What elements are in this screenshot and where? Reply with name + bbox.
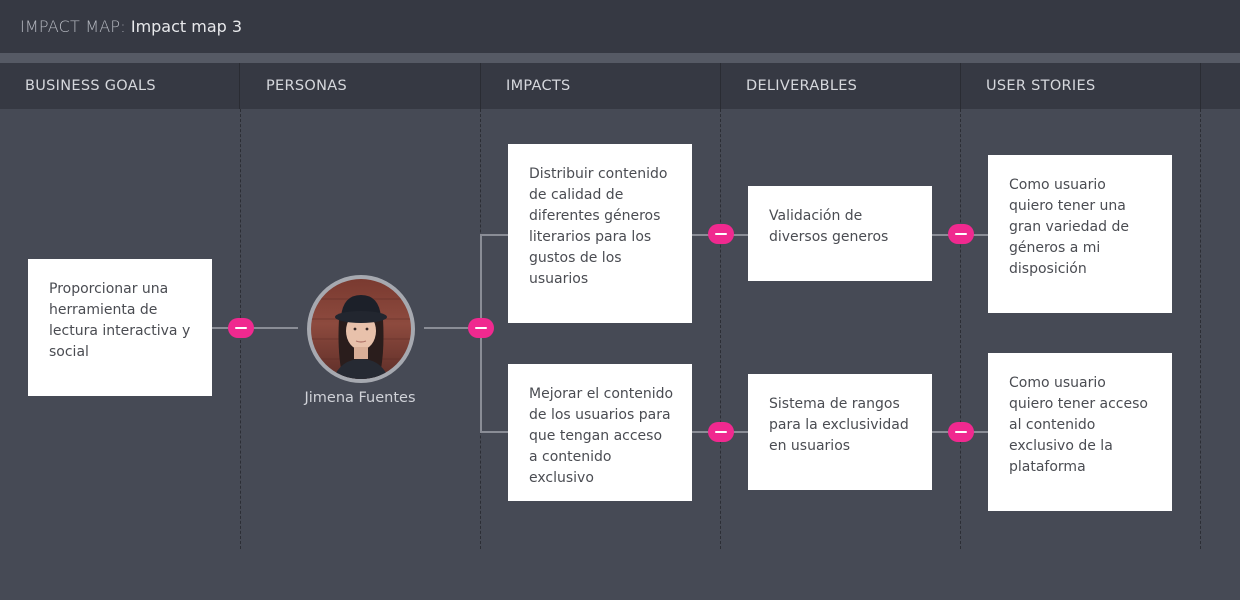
column-header-business-goals: BUSINESS GOALS — [0, 63, 240, 109]
collapse-toggle-goal[interactable] — [228, 318, 254, 338]
user-story-card-2[interactable]: Como usuario quiero tener acceso al cont… — [988, 353, 1172, 511]
column-separator — [720, 109, 721, 549]
minus-icon — [955, 233, 967, 235]
column-header-personas: PERSONAS — [241, 63, 481, 109]
connector-impact-1 — [480, 234, 508, 236]
persona-photo — [311, 295, 411, 379]
minus-icon — [715, 431, 727, 433]
map-title[interactable]: Impact map 3 — [130, 17, 243, 36]
column-header-user-stories: USER STORIES — [961, 63, 1201, 109]
collapse-toggle-deliverable-1[interactable] — [948, 224, 974, 244]
persona-avatar[interactable] — [307, 275, 415, 383]
minus-icon — [955, 431, 967, 433]
impact-card-2[interactable]: Mejorar el contenido de los usuarios par… — [508, 364, 692, 501]
connector-persona-impacts — [424, 327, 481, 329]
column-separator — [960, 109, 961, 549]
business-goal-card[interactable]: Proporcionar una herramienta de lectura … — [28, 259, 212, 396]
business-goal-text: Proporcionar una herramienta de lectura … — [49, 281, 191, 360]
collapse-toggle-impact-1[interactable] — [708, 224, 734, 244]
minus-icon — [235, 327, 247, 329]
impact-card-1[interactable]: Distribuir contenido de calidad de difer… — [508, 144, 692, 323]
impact-text: Mejorar el contenido de los usuarios par… — [529, 386, 674, 486]
title-bar: IMPACT MAP: Impact map 3 — [0, 0, 1240, 53]
avatar — [311, 279, 411, 379]
user-story-text: Como usuario quiero tener una gran varie… — [1009, 177, 1129, 277]
persona-name: Jimena Fuentes — [304, 390, 416, 406]
column-separator — [1200, 109, 1201, 549]
collapse-toggle-persona[interactable] — [468, 318, 494, 338]
user-story-card-1[interactable]: Como usuario quiero tener una gran varie… — [988, 155, 1172, 313]
connector-impact-2 — [480, 431, 508, 433]
collapse-toggle-deliverable-2[interactable] — [948, 422, 974, 442]
column-headers: BUSINESS GOALS PERSONAS IMPACTS DELIVERA… — [0, 63, 1240, 109]
deliverable-card-2[interactable]: Sistema de rangos para la exclusividad e… — [748, 374, 932, 490]
impact-text: Distribuir contenido de calidad de difer… — [529, 166, 668, 287]
deliverable-text: Sistema de rangos para la exclusividad e… — [769, 396, 909, 454]
deliverable-text: Validación de diversos generos — [769, 208, 889, 245]
map-type-label: IMPACT MAP: — [20, 17, 126, 36]
header-divider — [0, 53, 1240, 63]
minus-icon — [475, 327, 487, 329]
deliverable-card-1[interactable]: Validación de diversos generos — [748, 186, 932, 281]
column-header-impacts: IMPACTS — [481, 63, 721, 109]
user-story-text: Como usuario quiero tener acceso al cont… — [1009, 375, 1148, 475]
minus-icon — [715, 233, 727, 235]
collapse-toggle-impact-2[interactable] — [708, 422, 734, 442]
column-header-deliverables: DELIVERABLES — [721, 63, 961, 109]
connector-goal-persona — [212, 327, 298, 329]
